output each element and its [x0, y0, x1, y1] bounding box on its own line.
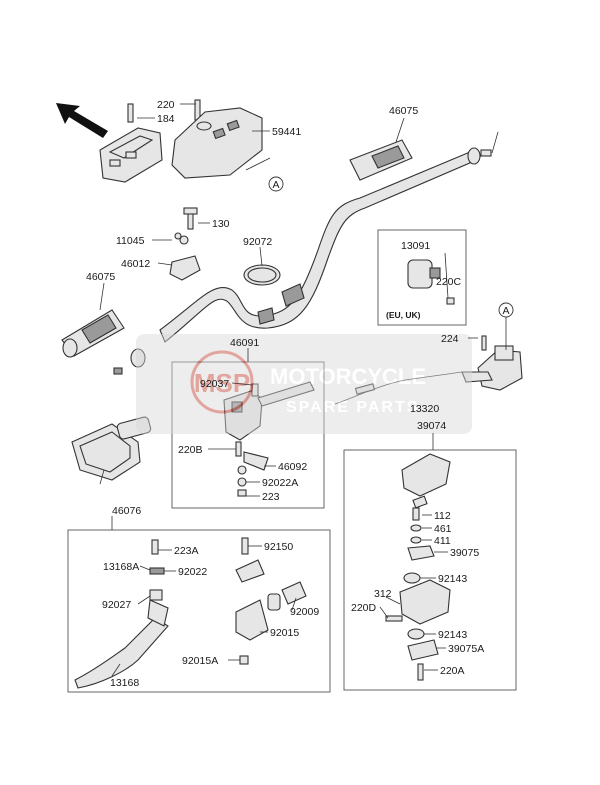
label-46075-left: 46075 [86, 271, 115, 283]
watermark-line1: MOTORCYCLE [270, 364, 426, 389]
label-224: 224 [441, 333, 459, 345]
grip-46075-right [349, 139, 413, 181]
label-13168: 13168 [110, 677, 139, 689]
cable-13320 [334, 371, 463, 405]
label-184: 184 [157, 113, 175, 125]
label-461: 461 [434, 523, 452, 535]
watermark-logo: MSP [194, 368, 250, 398]
label-39075: 39075 [450, 547, 479, 559]
throttle-39074-parts [385, 453, 451, 681]
ref-a-label-top: A [272, 179, 279, 191]
label-92027: 92027 [102, 599, 131, 611]
grip-46075-left [61, 309, 125, 358]
label-223: 223 [262, 491, 280, 503]
label-92022A: 92022A [262, 477, 298, 489]
label-eu-uk: (EU, UK) [386, 310, 421, 320]
label-13168A: 13168A [103, 561, 139, 573]
throttle-housing [461, 335, 523, 391]
label-46092: 46092 [278, 461, 307, 473]
cover-59441 [171, 107, 263, 179]
label-92015: 92015 [270, 627, 299, 639]
label-220D: 220D [351, 602, 377, 614]
ref-marker-a-right: A [498, 302, 514, 350]
lever-guard [71, 416, 152, 481]
label-13091: 13091 [401, 240, 430, 252]
label-220B: 220B [178, 444, 203, 456]
label-112: 112 [434, 510, 451, 522]
label-220C: 220C [436, 276, 462, 288]
label-312: 312 [374, 588, 392, 600]
label-13320: 13320 [410, 403, 439, 415]
label-46091: 46091 [230, 337, 259, 349]
label-59441: 59441 [272, 126, 301, 138]
bar-end-left [113, 348, 146, 375]
watermark-line2: SPARE PARTS [286, 399, 419, 416]
label-92037: 92037 [200, 378, 229, 390]
lever-box-46076 [67, 529, 331, 693]
lever-13168 [74, 539, 169, 689]
label-411: 411 [434, 535, 451, 547]
bar-end-right [467, 131, 499, 165]
label-92072: 92072 [243, 236, 272, 248]
label-92143-bottom: 92143 [438, 629, 467, 641]
label-46012: 46012 [121, 258, 150, 270]
ref-marker-a-top: A [245, 157, 284, 192]
label-92015A: 92015A [182, 655, 218, 667]
label-92009: 92009 [290, 606, 319, 618]
label-92022: 92022 [178, 566, 207, 578]
label-220A: 220A [440, 665, 465, 677]
watermark: MSP MOTORCYCLE SPARE PARTS [136, 334, 472, 434]
clamp-46012 [169, 232, 201, 281]
screw-130 [183, 207, 198, 230]
eu-uk-box [377, 229, 467, 326]
label-46075-right: 46075 [389, 105, 418, 117]
handlebar [159, 151, 473, 343]
band-92072 [243, 264, 281, 286]
leader-lines [99, 103, 478, 677]
label-92150: 92150 [264, 541, 293, 553]
label-11045: 11045 [116, 235, 145, 247]
cover-bracket-184 [99, 127, 163, 183]
label-46076: 46076 [112, 505, 141, 517]
label-223A: 223A [174, 545, 199, 557]
ref-a-label-right: A [502, 305, 509, 317]
label-130: 130 [212, 218, 230, 230]
label-92143-top: 92143 [438, 573, 467, 585]
switch-13091 [407, 259, 455, 305]
perch-46076-parts [235, 537, 307, 665]
label-39075A: 39075A [448, 643, 484, 655]
front-direction-arrow [56, 103, 108, 138]
switch-46091-parts [223, 381, 315, 497]
label-39074: 39074 [417, 420, 446, 432]
label-220: 220 [157, 99, 175, 111]
throttle-box-39074 [343, 449, 517, 691]
